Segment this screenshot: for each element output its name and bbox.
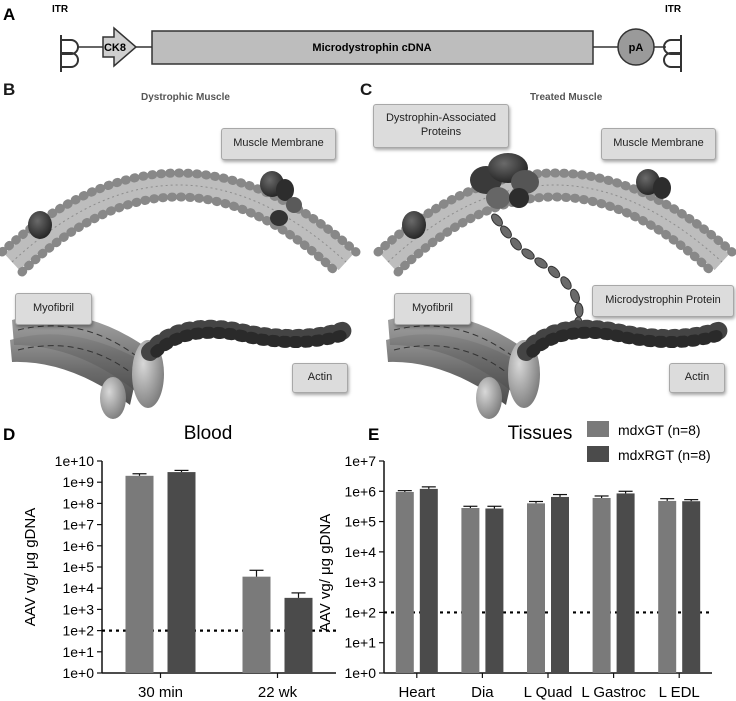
y-tick-label: 1e+5 (344, 514, 376, 530)
itr-right-label: ITR (665, 4, 682, 15)
membrane-protein-c-left (402, 211, 426, 239)
callout-actin-b: Actin (292, 363, 348, 393)
microdystrophin-protein-chain (491, 213, 584, 332)
panel-b-title: Dystrophic Muscle (141, 92, 230, 103)
y-tick-label: 1e+3 (344, 574, 376, 590)
bar-mdxgt (527, 503, 545, 673)
ck8-label: CK8 (104, 42, 126, 54)
x-tick-label: 30 min (138, 684, 183, 701)
bar-mdxgt (461, 508, 480, 673)
y-tick-label: 1e+1 (62, 644, 94, 660)
legend-label-mdxrgt: mdxRGT (n=8) (618, 447, 711, 463)
y-tick-label: 1e+2 (344, 604, 376, 620)
x-tick-label: 22 wk (258, 684, 298, 701)
x-tick-label: L Quad (524, 684, 573, 701)
myofibril-b (10, 314, 164, 419)
panel-letter-b: B (3, 80, 16, 99)
membrane-protein-b-left (28, 211, 52, 239)
myofibril-c (386, 314, 540, 419)
bar-mdxrgt (682, 501, 701, 673)
callout-myofibril-c: Myofibril (394, 293, 471, 325)
itr-right-hairpin (663, 35, 682, 72)
membrane-c (373, 168, 736, 277)
dystrophin-associated-protein-complex (470, 153, 539, 209)
callout-microdystrophin-protein: Microdystrophin Protein (592, 285, 734, 317)
y-tick-label: 1e+6 (344, 483, 376, 499)
y-tick-label: 1e+6 (62, 538, 94, 554)
y-tick-label: 1e+4 (344, 544, 376, 560)
y-tick-label: 1e+7 (62, 517, 94, 533)
y-tick-label: 1e+4 (62, 580, 94, 596)
y-tick-label: 1e+2 (62, 623, 94, 639)
cdna-label: Microdystrophin cDNA (312, 42, 431, 54)
chart-d-ylabel: AAV vg/ μg gDNA (22, 508, 39, 626)
y-tick-label: 1e+9 (62, 474, 94, 490)
y-tick-label: 1e+5 (62, 559, 94, 575)
itr-left-label: ITR (52, 4, 69, 15)
callout-actin-c: Actin (669, 363, 725, 393)
polya-label: pA (629, 42, 644, 54)
bar-mdxrgt (167, 472, 196, 673)
y-tick-label: 1e+8 (62, 495, 94, 511)
actin-filament-b (141, 319, 354, 362)
legend-swatch-mdxrgt (587, 446, 609, 462)
callout-myofibril-b: Myofibril (15, 293, 92, 325)
y-tick-label: 1e+0 (344, 665, 376, 681)
callout-muscle-membrane-c: Muscle Membrane (601, 128, 716, 160)
y-tick-label: 1e+0 (62, 665, 94, 681)
panel-letter-c: C (360, 80, 373, 99)
x-tick-label: Dia (471, 684, 494, 701)
membrane-b (0, 168, 361, 277)
bar-mdxrgt (419, 488, 438, 673)
x-tick-label: L EDL (659, 684, 700, 701)
panel-c-title: Treated Muscle (530, 92, 603, 103)
membrane-protein-b-right (260, 171, 302, 226)
y-tick-label: 1e+3 (62, 601, 94, 617)
bar-mdxrgt (485, 508, 504, 673)
actin-filament-c (517, 319, 730, 362)
bar-mdxrgt (551, 496, 569, 673)
bar-mdxgt (592, 498, 611, 673)
dystrophic-muscle-illustration (0, 153, 736, 419)
bar-mdxgt (658, 500, 677, 673)
bar-mdxgt (242, 576, 271, 673)
x-tick-label: Heart (398, 684, 436, 701)
y-tick-label: 1e+10 (55, 453, 95, 469)
membrane-protein-c-right (636, 169, 671, 199)
y-tick-label: 1e+7 (344, 453, 376, 469)
bar-mdxgt (395, 491, 414, 673)
callout-dystrophin-associated-proteins: Dystrophin-Associated Proteins (373, 104, 509, 148)
callout-muscle-membrane-b: Muscle Membrane (221, 128, 336, 160)
microdystrophin-cdna-box (151, 30, 594, 65)
y-tick-label: 1e+1 (344, 635, 376, 651)
x-tick-label: L Gastroc (581, 684, 646, 701)
bar-mdxrgt (284, 597, 313, 673)
panel-letter-a: A (3, 5, 15, 24)
ck8-promoter-arrow (102, 26, 138, 68)
vector-schematic: A ITR CK8 Microdystrophin cDNA pA ITR (3, 4, 682, 72)
chart-e-ylabel: AAV vg/ μg gDNA (317, 514, 334, 632)
bar-mdxrgt (616, 493, 635, 673)
bar-mdxgt (125, 475, 154, 673)
